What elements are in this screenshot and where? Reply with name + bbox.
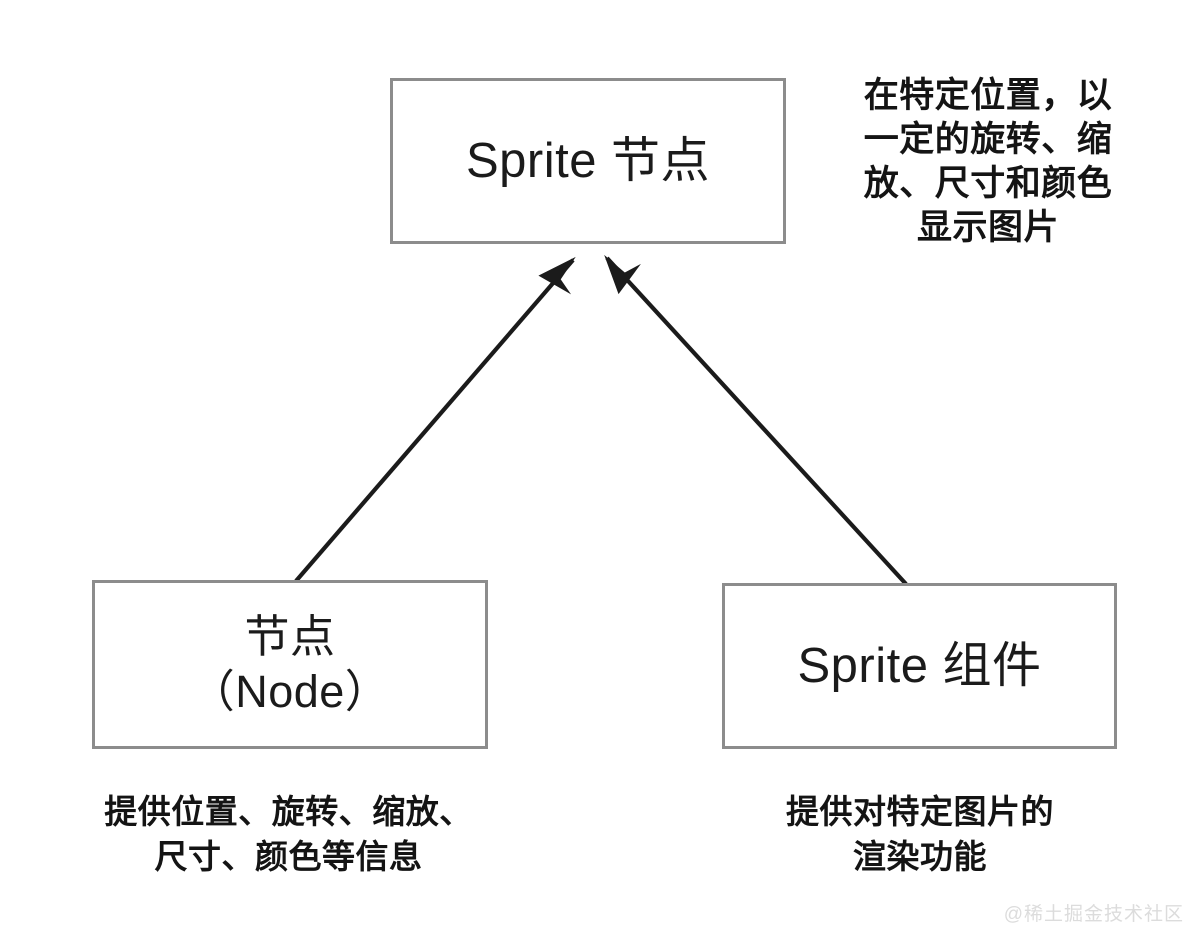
watermark: @稀土掘金技术社区 (1003, 904, 1184, 925)
arrow-node-to-sprite-node (294, 256, 576, 583)
box-node-label: 节点 （Node） (189, 610, 391, 717)
box-sprite-component[interactable]: Sprite 组件 (722, 583, 1117, 749)
annotation-sprite-node: 在特定位置，以 一定的旋转、缩 放、尺寸和颜色 显示图片 (863, 76, 1113, 248)
arrow-component-to-sprite-node (604, 254, 908, 586)
box-node[interactable]: 节点 （Node） (92, 580, 488, 749)
box-sprite-component-label: Sprite 组件 (797, 638, 1042, 693)
box-sprite-node-label: Sprite 节点 (465, 133, 711, 188)
caption-sprite-component: 提供对特定图片的 渲染功能 (786, 793, 1054, 875)
box-sprite-node[interactable]: Sprite 节点 (390, 78, 786, 244)
caption-node: 提供位置、旋转、缩放、 尺寸、颜色等信息 (104, 793, 473, 875)
